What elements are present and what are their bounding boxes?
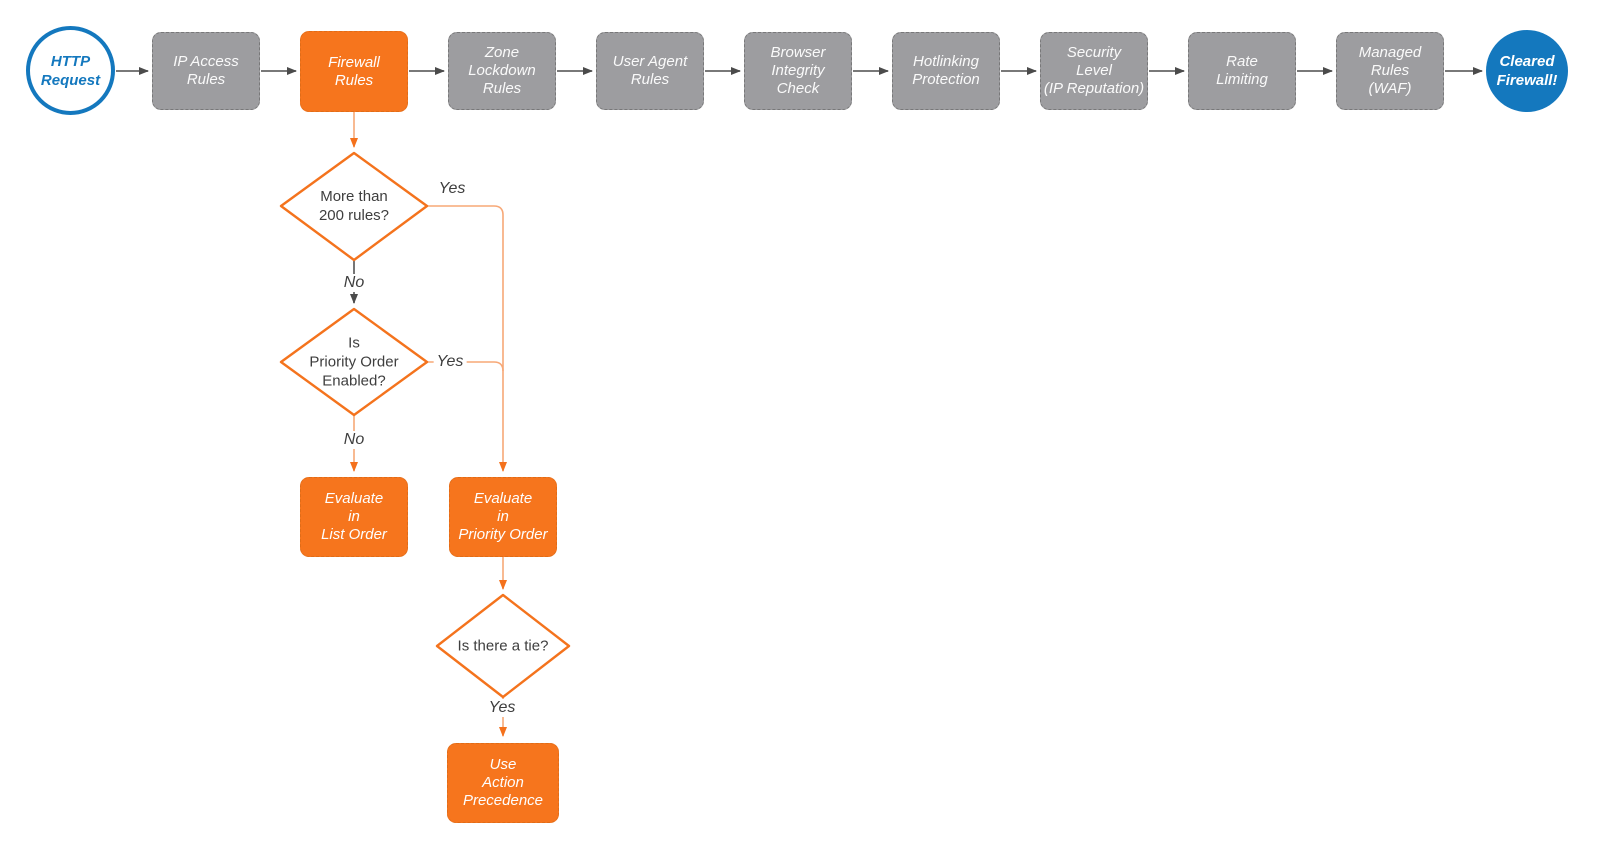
edge-label-no: No xyxy=(340,431,368,449)
decision-more-than-200-rules-shape xyxy=(279,151,429,262)
decision-shapes xyxy=(279,151,571,699)
edge-label-yes: Yes xyxy=(433,353,467,371)
decision-more-than-200-rules-text: More than 200 rules? xyxy=(318,188,390,224)
decision-is-there-a-tie-text: Is there a tie? xyxy=(457,637,549,655)
decision-priority-order-enabled-text: Is Priority Order Enabled? xyxy=(309,334,399,390)
branch-arrows xyxy=(350,112,507,737)
decision-is-there-a-tie-shape xyxy=(435,593,571,699)
step-user-agent-rules: User Agent Rules xyxy=(596,32,704,110)
step-label: Managed Rules (WAF) xyxy=(1358,44,1422,97)
pipeline-arrows xyxy=(116,67,1483,304)
start-node-http-request: HTTP Request xyxy=(26,26,115,115)
step-label: Browser Integrity Check xyxy=(770,44,826,97)
edge-label-no: No xyxy=(340,274,368,292)
step-managed-rules-waf: Managed Rules (WAF) xyxy=(1336,32,1444,110)
decision-priority-order-enabled-shape xyxy=(279,307,429,417)
action-evaluate-in-priority-order: Evaluate in Priority Order xyxy=(449,477,557,557)
arrow-yes-join-priority-order xyxy=(427,361,504,372)
step-label: Security Level (IP Reputation) xyxy=(1043,44,1145,97)
step-browser-integrity-check: Browser Integrity Check xyxy=(744,32,852,110)
action-label: Evaluate in Priority Order xyxy=(458,490,548,543)
step-rate-limiting: Rate Limiting xyxy=(1188,32,1296,110)
arrow-yes-to-evaluate-priority-order xyxy=(427,205,507,472)
edge-label-yes: Yes xyxy=(485,699,519,717)
end-node-label: Cleared Firewall! xyxy=(1496,53,1558,89)
start-node-label: HTTP Request xyxy=(40,52,101,89)
step-label: IP Access Rules xyxy=(173,53,239,88)
step-label: Hotlinking Protection xyxy=(912,53,980,88)
action-label: Evaluate in List Order xyxy=(321,490,387,543)
action-label: Use Action Precedence xyxy=(462,756,544,809)
end-node-cleared-firewall: Cleared Firewall! xyxy=(1486,30,1568,112)
step-ip-access-rules: IP Access Rules xyxy=(152,32,260,110)
step-firewall-rules: Firewall Rules xyxy=(300,31,408,112)
step-hotlinking-protection: Hotlinking Protection xyxy=(892,32,1000,110)
step-zone-lockdown-rules: Zone Lockdown Rules xyxy=(448,32,556,110)
action-evaluate-in-list-order: Evaluate in List Order xyxy=(300,477,408,557)
step-label: Zone Lockdown Rules xyxy=(468,44,536,97)
action-use-action-precedence: Use Action Precedence xyxy=(447,743,559,823)
edge-label-yes: Yes xyxy=(435,180,469,198)
step-security-level-ip-reputation: Security Level (IP Reputation) xyxy=(1040,32,1148,110)
step-label: Firewall Rules xyxy=(328,53,380,89)
step-label: User Agent Rules xyxy=(612,53,688,88)
step-label: Rate Limiting xyxy=(1216,53,1268,88)
